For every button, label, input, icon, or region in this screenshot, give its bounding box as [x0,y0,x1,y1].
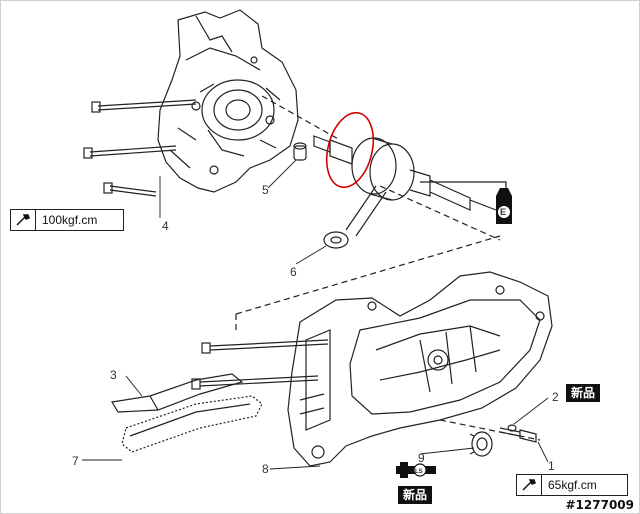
engine-oil-letter: E [500,207,507,217]
lock-symbol-letter: LS [415,469,423,475]
drain-bolt [499,424,537,443]
leader-lines [82,159,549,470]
right-crankcase-half [287,271,553,467]
highlight-circle [325,111,375,189]
callout-3: 3 [110,368,117,382]
drive-belt [121,395,263,453]
callout-1: 1 [548,459,555,473]
case-bolts [83,99,197,197]
case-bolts-lower [191,339,329,390]
torque-spec-top: 100kgf.cm [10,209,124,231]
crankshaft-assembly [313,135,497,249]
callout-6: 6 [290,265,297,279]
callout-5: 5 [262,183,269,197]
wrench-icon [517,475,542,495]
callout-7: 7 [72,454,79,468]
callout-8: 8 [262,462,269,476]
new-part-badge-upper: 新品 [566,384,601,402]
torque-value-bottom: 65kgf.cm [548,478,597,492]
dowel-pin [293,142,307,161]
oil-can-icon [496,188,512,224]
new-part-badge-lower: 新品 [398,486,433,504]
callout-4: 4 [162,219,169,233]
wrench-icon [11,210,36,230]
callout-2: 2 [552,390,559,404]
reference-number: #1277009 [565,498,634,512]
torque-spec-bottom: 65kgf.cm [516,474,628,496]
belt-guide [111,373,244,413]
oil-seal [469,431,493,457]
threadlock-icon [396,462,436,478]
callout-9: 9 [418,451,425,465]
left-crankcase-half [157,9,299,193]
torque-value-top: 100kgf.cm [42,213,98,227]
